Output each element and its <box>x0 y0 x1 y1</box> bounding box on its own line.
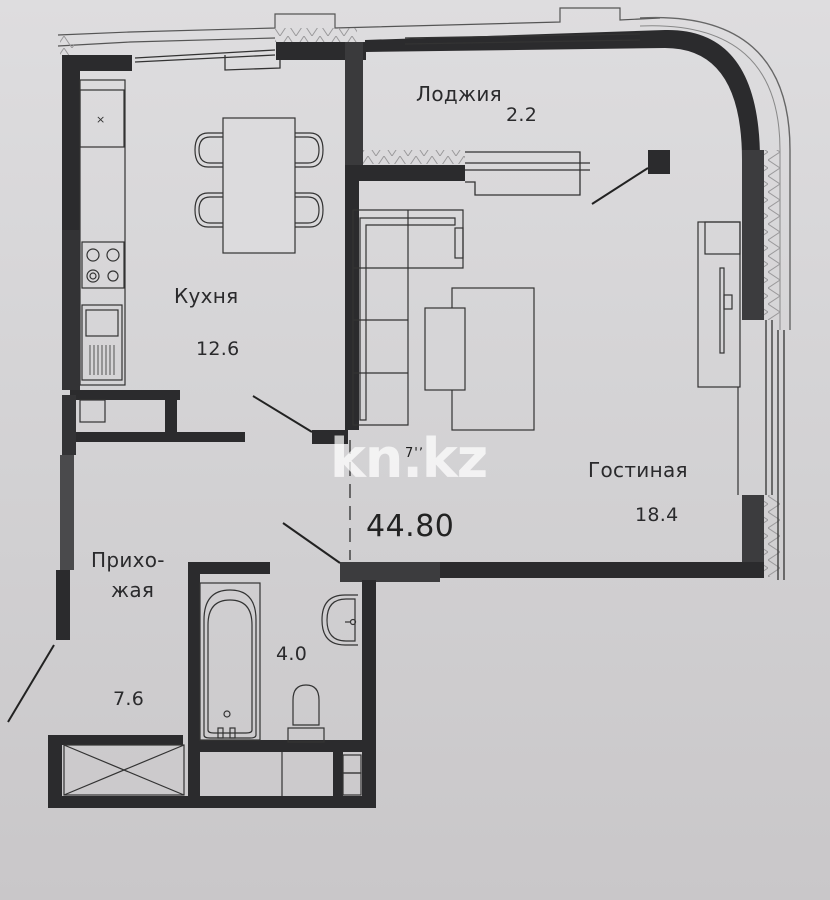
room-name-living: Гостиная <box>588 458 688 482</box>
room-name-hallway-line2: жая <box>111 578 155 602</box>
total-area: 44.80 <box>366 509 455 544</box>
room-area-living: 18.4 <box>635 504 679 526</box>
toilet-icon <box>287 684 325 743</box>
coffee-table-icon <box>424 287 535 431</box>
walls <box>48 29 764 808</box>
wardrobe-icon <box>63 744 185 796</box>
room-name-hallway-line1: Прихо- <box>91 548 165 572</box>
room-area-kitchen: 12.6 <box>196 338 240 360</box>
room-area-hallway: 7.6 <box>113 688 145 710</box>
facade-curve-outer <box>639 16 791 330</box>
watermark-glyph: 7'ʼ <box>405 446 424 461</box>
svg-text:×: × <box>96 113 105 126</box>
dining-table-icon <box>194 117 324 254</box>
door-swings <box>7 167 649 723</box>
facade-curve-inner <box>639 25 781 330</box>
washbasin-icon <box>321 594 358 646</box>
storage-cabinets <box>281 752 362 796</box>
bathtub-icon <box>199 582 261 741</box>
loggia-insulation <box>363 150 465 164</box>
facade-insulation-upper <box>764 150 780 320</box>
sofa-icon <box>352 209 464 426</box>
room-name-loggia: Лоджия <box>416 82 502 106</box>
room-area-bathroom: 4.0 <box>276 643 308 665</box>
room-area-loggia: 2.2 <box>506 104 538 126</box>
kitchen-counter: × <box>79 79 126 423</box>
watermark-logo: kn.kz <box>330 427 488 490</box>
sink-icon <box>81 304 123 381</box>
window-frames <box>134 33 785 580</box>
tv-unit-icon <box>697 221 741 495</box>
room-name-kitchen: Кухня <box>174 284 239 308</box>
facade-top <box>57 7 661 56</box>
stove-icon <box>81 241 125 289</box>
facade-insulation-lower <box>764 495 780 577</box>
